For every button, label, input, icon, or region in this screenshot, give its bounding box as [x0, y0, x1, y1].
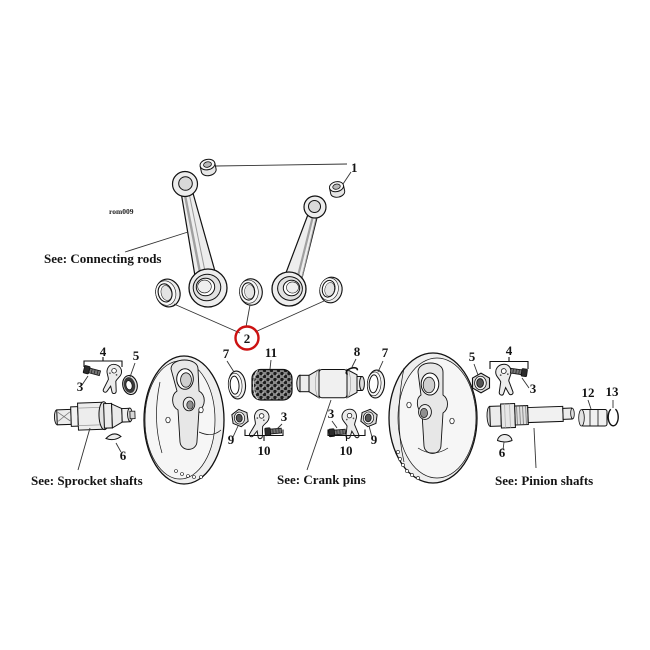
leader-line [502, 441, 505, 451]
callout-brackets [83, 357, 529, 441]
callout-8-label: 8 [354, 344, 361, 359]
callout-7-label-left: 7 [223, 346, 230, 361]
leader-lines [77, 163, 614, 471]
leader-line [587, 399, 592, 410]
callout-2-label: 2 [244, 331, 251, 346]
leader-line [351, 358, 357, 368]
connecting-rod-right-drawing [271, 195, 327, 307]
leader-line [269, 359, 272, 370]
callout-3-label-pinion: 3 [530, 381, 537, 396]
leader-line [124, 231, 189, 253]
seal-washer-drawing-sprocket [122, 374, 138, 396]
woodruff-key-drawing-sprocket [105, 433, 122, 441]
flywheel-right-drawing [388, 352, 478, 484]
leader-line [473, 363, 479, 376]
watermark-label: rom009 [109, 207, 134, 216]
callout-bracket [83, 357, 123, 367]
leader-line [331, 420, 338, 429]
leader-line [115, 442, 122, 453]
caption-sprocket-shafts: See: Sprocket shafts [31, 473, 143, 488]
leader-line [215, 163, 348, 167]
snap-ring-drawing [607, 408, 619, 427]
highlight-circle [234, 325, 260, 351]
callout-13-label: 13 [606, 384, 620, 399]
woodruff-key-drawing-pinion [496, 433, 513, 443]
leader-line [173, 303, 241, 334]
callout-bracket [327, 429, 366, 441]
callout-7-label-right: 7 [382, 345, 389, 360]
callout-9-label-left: 9 [228, 432, 235, 447]
callout-11-label: 11 [265, 345, 277, 360]
callout-bracket [244, 429, 284, 441]
callout-12-label: 12 [582, 385, 595, 400]
spacer-drawing [578, 409, 608, 427]
nut-drawing-pinion [471, 372, 491, 394]
leader-line [521, 377, 530, 389]
callout-4-label-right: 4 [506, 343, 513, 358]
crank-pin-drawing [296, 368, 365, 399]
leader-line [129, 362, 136, 378]
roller-bearing-cage-drawing [251, 368, 293, 401]
leader-line [377, 360, 384, 373]
retaining-clip-drawing [345, 366, 359, 376]
leader-line [306, 399, 332, 471]
leader-line [368, 425, 373, 438]
leader-line [77, 427, 91, 471]
callout-6-label-right: 6 [499, 445, 506, 460]
callout-5-label-left: 5 [133, 348, 140, 363]
callout-5-label-right: 5 [469, 349, 476, 364]
caption-crank-pins: See: Crank pins [277, 472, 366, 487]
flywheel-left-drawing [143, 355, 225, 485]
callout-3-label-crank-left: 3 [281, 409, 288, 424]
callout-10-label-left: 10 [258, 443, 271, 458]
leader-line [342, 171, 352, 185]
sprocket-shaft-drawing [53, 401, 136, 431]
caption-pinion-shafts: See: Pinion shafts [495, 473, 593, 488]
callout-1-label: 1 [351, 160, 358, 175]
callout-3-label-sprocket: 3 [77, 379, 84, 394]
leader-line [245, 304, 251, 328]
leader-line [232, 425, 239, 438]
callout-9-label-right: 9 [371, 432, 378, 447]
connecting-rod-left-drawing [171, 170, 228, 308]
callout-4-label-left: 4 [100, 344, 107, 359]
leader-line [254, 300, 325, 333]
leader-line [533, 427, 537, 469]
pinion-shaft-drawing [486, 403, 575, 429]
callout-10-label-right: 10 [340, 443, 353, 458]
leader-line [81, 375, 89, 386]
leader-line [226, 360, 235, 373]
callout-3-label-crank-right: 3 [328, 406, 335, 421]
caption-connecting-rods: See: Connecting rods [44, 251, 161, 266]
leader-line [276, 423, 283, 430]
callout-bracket [489, 357, 529, 369]
callout-6-label-left: 6 [120, 448, 127, 463]
